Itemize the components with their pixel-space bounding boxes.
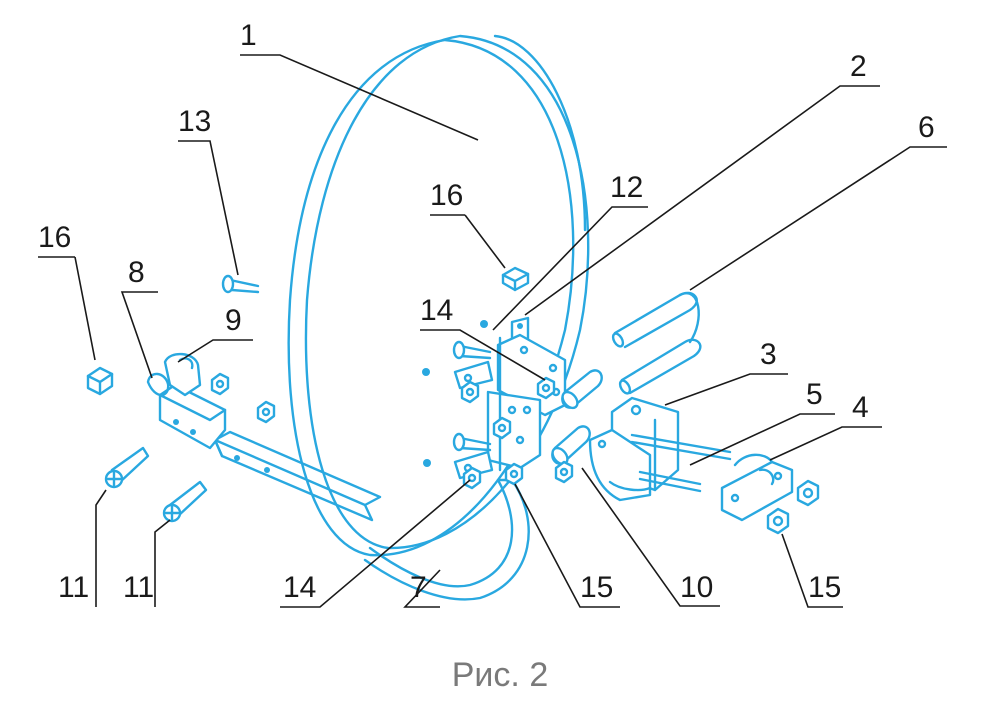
- bracket-bolt-upper: [452, 340, 492, 360]
- figure-caption: Рис. 2: [452, 656, 548, 694]
- callout-14-a: 14: [420, 294, 453, 327]
- nut-15-a: [796, 479, 820, 507]
- dish-mount-bracket: [486, 316, 567, 472]
- bracket-bolt-lower: [452, 432, 492, 452]
- callout-15-b: 15: [808, 571, 841, 604]
- callout-13: 13: [178, 105, 211, 138]
- mast-clamp: [720, 453, 794, 522]
- threaded-rod: [630, 433, 732, 493]
- spacer-tube-lower: [551, 425, 591, 466]
- callout-8: 8: [128, 256, 145, 289]
- bracket-nut-2: [536, 376, 556, 400]
- callout-14-b: 14: [283, 571, 316, 604]
- callout-15-a: 15: [580, 571, 613, 604]
- bracket-nut-5: [504, 462, 524, 486]
- leader-lines: [38, 54, 947, 608]
- feed-arm-tube: [213, 430, 382, 522]
- u-bolt: [611, 291, 702, 395]
- callout-10: 10: [680, 571, 713, 604]
- mast-arm: [363, 478, 530, 601]
- callout-6: 6: [918, 111, 935, 144]
- bracket-nut-3: [492, 416, 512, 440]
- bolt-11-b: [162, 480, 208, 523]
- end-cap-top: [501, 266, 530, 292]
- bracket-nut-1: [460, 380, 480, 404]
- callout-11-b: 11: [123, 571, 154, 604]
- nut-left-1: [210, 372, 230, 396]
- callout-5: 5: [806, 378, 823, 411]
- callout-12: 12: [610, 171, 643, 204]
- callout-16-a: 16: [38, 221, 71, 254]
- nut-left-2: [256, 400, 276, 424]
- callout-3: 3: [760, 338, 777, 371]
- spacer-nut: [554, 460, 574, 484]
- end-cap-left: [86, 366, 114, 396]
- bolt-11-a: [104, 446, 150, 489]
- bracket-tab-upper: [453, 360, 494, 390]
- callout-2: 2: [850, 50, 867, 83]
- dish-reflector: [287, 34, 590, 557]
- bolt-13: [221, 274, 260, 294]
- callout-9: 9: [225, 304, 242, 337]
- spacer-tube-upper: [561, 369, 603, 410]
- nut-15-b: [766, 507, 790, 535]
- callout-4: 4: [852, 391, 869, 424]
- bracket-nut-4: [462, 466, 482, 490]
- callout-11-a: 11: [58, 571, 89, 604]
- callout-7: 7: [410, 571, 427, 604]
- callout-16-b: 16: [430, 179, 463, 212]
- lnb-holder: [146, 372, 227, 450]
- callout-1: 1: [240, 19, 257, 52]
- callout-labels: 1 2 3 4 5 6 7 8 9 10 11 11 12 13 14 14 1…: [38, 19, 935, 604]
